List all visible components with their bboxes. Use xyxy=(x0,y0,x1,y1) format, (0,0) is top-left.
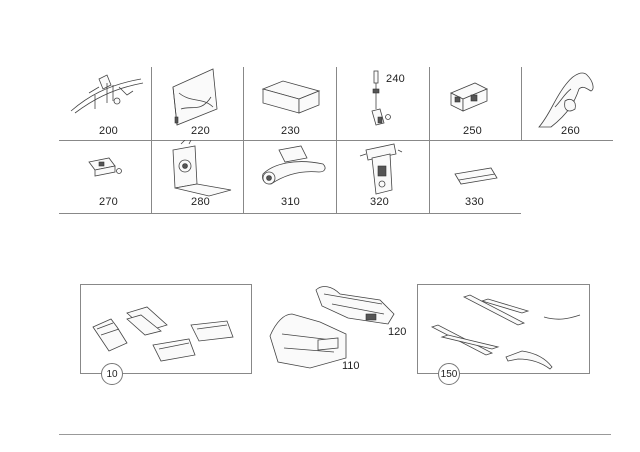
part-240[interactable]: 240 xyxy=(336,67,428,140)
part-number: 240 xyxy=(386,73,405,85)
part-310[interactable]: 310 xyxy=(243,140,335,213)
part-number: 320 xyxy=(370,196,389,208)
side-panels-illustration xyxy=(269,286,395,369)
part-250[interactable]: 250 xyxy=(429,67,521,140)
connector-block-illustration xyxy=(450,82,488,112)
floor-mats-illustration xyxy=(92,306,234,362)
part-280[interactable]: 280 xyxy=(151,140,243,213)
part-230[interactable]: 230 xyxy=(243,67,335,140)
part-number: 280 xyxy=(191,196,210,208)
storage-box-illustration xyxy=(261,80,321,114)
part-number: 250 xyxy=(463,125,482,137)
parts-grid: 200 220 230 240 xyxy=(59,67,613,214)
page-divider xyxy=(59,434,611,435)
pouch-illustration xyxy=(172,68,218,126)
grid-divider xyxy=(59,213,521,214)
part-number: 200 xyxy=(99,125,118,137)
part-220[interactable]: 220 xyxy=(151,67,243,140)
handle-assembly-illustration xyxy=(262,145,326,185)
group-number-badge: 10 xyxy=(101,363,123,385)
sill-strips-illustration xyxy=(430,294,581,370)
part-330[interactable]: 330 xyxy=(429,140,521,213)
grid-divider xyxy=(59,140,613,141)
callout-number: 110 xyxy=(342,360,360,372)
bracket-assembly-illustration xyxy=(70,74,144,114)
trim-cover-illustration xyxy=(538,72,594,128)
sill-strips-group[interactable]: 150 xyxy=(417,284,590,385)
floor-mats-group[interactable]: 10 xyxy=(80,284,252,385)
sensor-cable-illustration xyxy=(371,70,391,126)
grid-divider xyxy=(521,67,522,140)
part-number: 220 xyxy=(191,125,210,137)
part-number: 330 xyxy=(465,196,484,208)
clip-illustration xyxy=(88,157,122,177)
side-panels-group[interactable]: 120 110 xyxy=(262,278,412,378)
part-number: 230 xyxy=(281,125,300,137)
mount-frame-illustration xyxy=(359,143,403,195)
part-200[interactable]: 200 xyxy=(59,67,151,140)
pad-illustration xyxy=(454,167,498,185)
part-320[interactable]: 320 xyxy=(336,140,428,213)
part-number: 260 xyxy=(561,125,580,137)
group-number-badge: 150 xyxy=(438,363,460,385)
holder-bracket-illustration xyxy=(172,140,232,197)
callout-number: 120 xyxy=(388,326,407,338)
part-260[interactable]: 260 xyxy=(521,67,613,140)
part-number: 310 xyxy=(281,196,300,208)
part-number: 270 xyxy=(99,196,118,208)
part-270[interactable]: 270 xyxy=(59,140,151,213)
